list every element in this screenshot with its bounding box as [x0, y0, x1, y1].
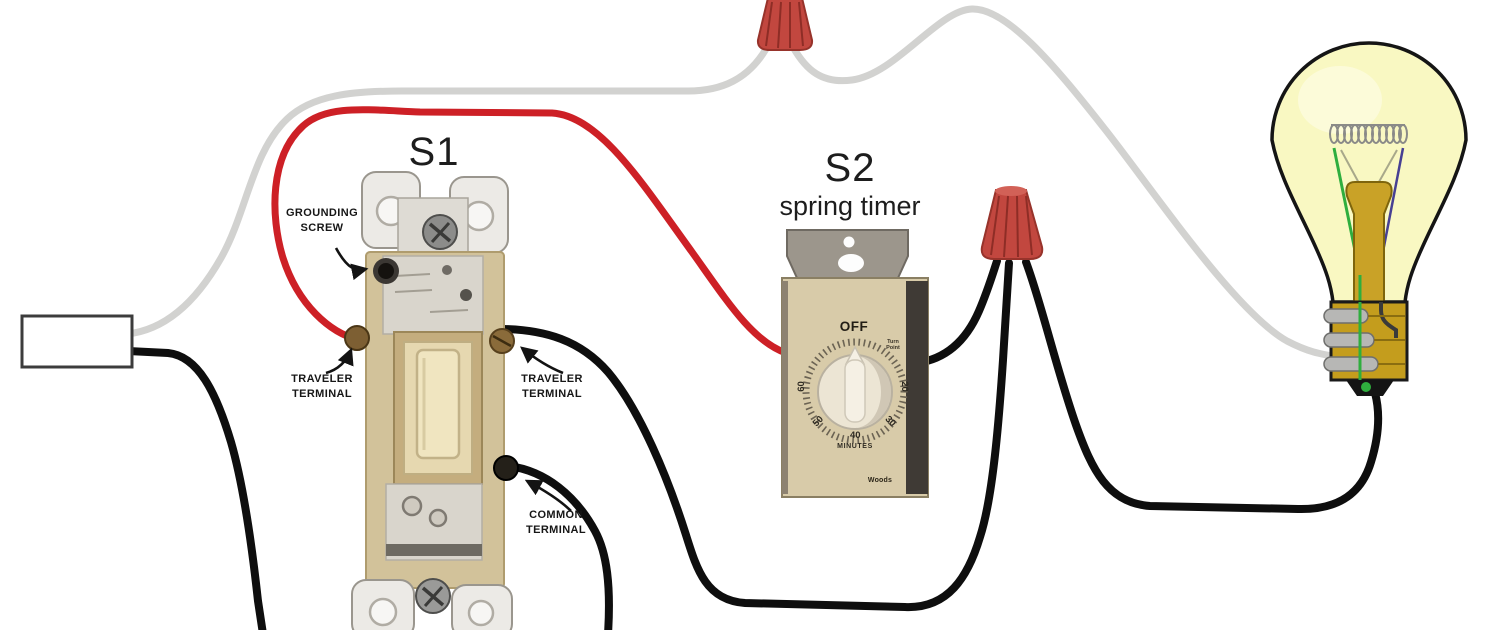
s2-spring-timer: [781, 229, 929, 498]
s1-mount-screw-bottom: [415, 578, 451, 614]
dial-turn-point-label: Turn Point: [886, 339, 900, 351]
traveler-right-arrow: [520, 346, 564, 375]
dial-number-20: 20: [898, 381, 910, 392]
timer-brand-label: Woods: [867, 477, 893, 484]
dial-number-40: 40: [850, 430, 861, 441]
s1-title: S1: [408, 130, 460, 174]
black-wire-nut-to-bulb: [1022, 258, 1383, 514]
s2-timer-knob: [817, 345, 893, 430]
s1-toggle-lever: [415, 348, 461, 460]
white-wire-feed-to-nut: [123, 45, 770, 338]
s2-dial-tick-ring: [802, 338, 908, 444]
black-wire-traveler-under-timer: [500, 259, 1013, 612]
traveler-left-arrow: [325, 347, 354, 375]
white-wire-nut-to-bulb: [789, 5, 1342, 361]
wire-nut-top: [756, 0, 814, 51]
common-terminal-label: COMMON TERMINAL: [525, 509, 587, 536]
dial-number-60: 60: [795, 381, 807, 392]
s2-subtitle: spring timer: [779, 191, 921, 221]
power-feed-cable: [20, 314, 134, 369]
common-terminal-arrow: [524, 479, 572, 512]
s1-traveler-terminal-left: [344, 325, 370, 351]
black-wire-feed-down: [124, 347, 267, 630]
grounding-screw-arrow: [334, 247, 369, 281]
light-bulb: [1270, 41, 1468, 396]
grounding-screw-label: GROUNDING SCREW: [285, 207, 359, 234]
bulb-stem: [1345, 181, 1393, 303]
s1-common-terminal: [493, 455, 519, 481]
red-traveler-wire: [271, 106, 790, 357]
wires-layer: [123, 5, 1383, 630]
s1-toggle-switch: [344, 171, 519, 630]
callout-arrows: [325, 247, 572, 512]
s1-grounding-screw: [373, 258, 399, 284]
traveler-terminal-left-label: TRAVELER TERMINAL: [291, 373, 353, 400]
dial-off-label: OFF: [839, 319, 869, 334]
dial-minutes-label: MINUTES: [837, 443, 873, 450]
s2-title: S2: [824, 146, 876, 190]
bulb-filament-coil: [1329, 124, 1408, 144]
wire-nut-middle: [980, 186, 1044, 260]
black-wire-timer-to-nut: [913, 257, 1001, 367]
s1-mount-screw-top: [422, 214, 458, 250]
black-wire-common-down: [505, 462, 613, 630]
traveler-terminal-right-label: TRAVELER TERMINAL: [521, 373, 583, 400]
